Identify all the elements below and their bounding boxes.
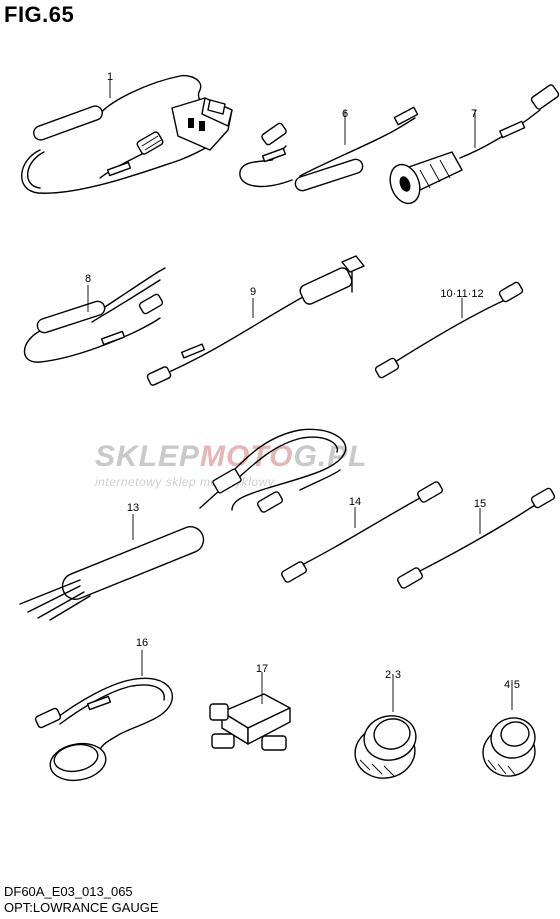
part-14-cable: 14	[281, 481, 443, 583]
part-7-sensor: 7	[389, 84, 560, 205]
part-label-9: 9	[250, 286, 256, 298]
figure-caption: OPT:LOWRANCE GAUGE	[4, 900, 159, 915]
part-label-14: 14	[349, 496, 361, 508]
part-2-3-grommet: 2·3	[354, 669, 417, 779]
part-1-harness: 1	[21, 71, 233, 194]
part-label-6: 6	[342, 108, 348, 120]
part-label-4-5: 4·5	[504, 679, 520, 691]
part-label-17: 17	[256, 663, 268, 675]
part-6-harness: 6	[239, 106, 419, 192]
part-label-1: 1	[107, 71, 113, 83]
part-label-16: 16	[136, 637, 148, 649]
watermark-subtext: internetowy sklep motocyklowy	[95, 475, 275, 489]
figure-title: FIG.65	[4, 2, 75, 27]
part-9-sensor: 9	[146, 255, 365, 386]
part-13-harness: 13	[19, 428, 347, 621]
watermark-text: SKLEPMOTOG.PL	[95, 440, 368, 473]
part-4-5-grommet: 4·5	[482, 679, 536, 777]
part-15-cable: 15	[397, 487, 556, 589]
part-label-8: 8	[85, 273, 91, 285]
part-label-7: 7	[471, 108, 477, 120]
part-label-13: 13	[127, 502, 139, 514]
part-8-harness: 8	[23, 267, 166, 363]
part-16-sensor: 16	[34, 637, 174, 782]
part-17-t-connector: 17	[209, 663, 291, 751]
part-label-2-3: 2·3	[385, 669, 401, 681]
part-label-10-11-12: 10·11·12	[440, 288, 483, 300]
part-label-15: 15	[474, 498, 486, 510]
figure-code: DF60A_E03_013_065	[4, 884, 133, 899]
part-10-11-12-cable: 10·11·12	[374, 281, 524, 379]
